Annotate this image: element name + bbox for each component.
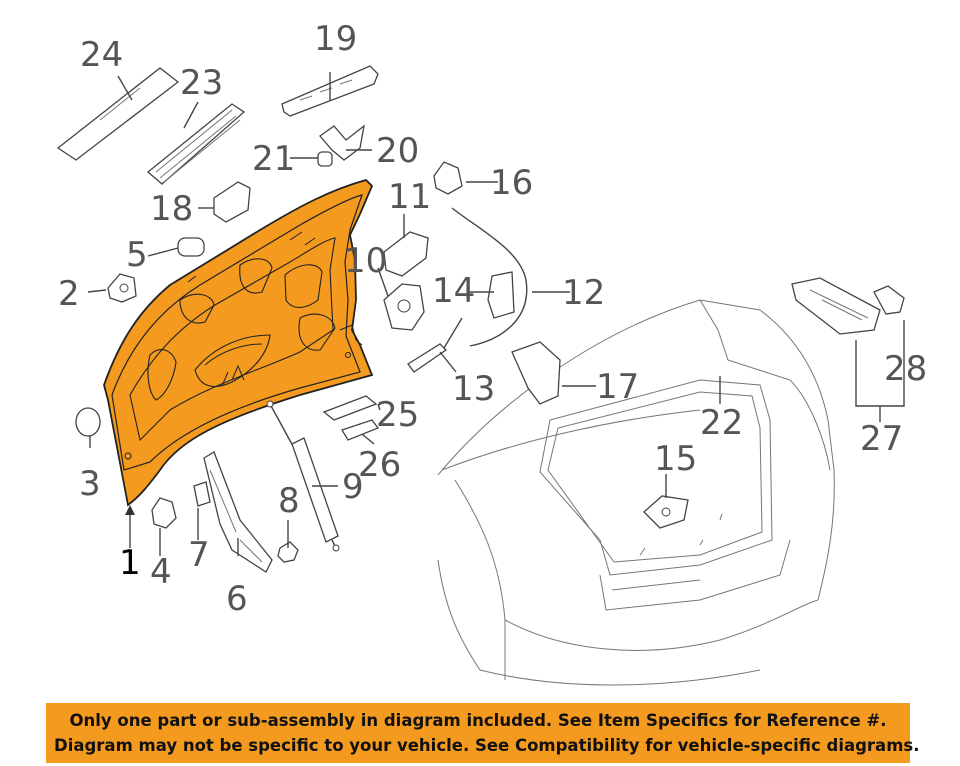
callout-3: 3 [79, 464, 101, 504]
part-24-nameplate [56, 67, 180, 161]
callout-16: 16 [490, 163, 533, 203]
callout-24: 24 [80, 35, 123, 75]
callout-19: 19 [314, 19, 357, 59]
vehicle-body-outline [437, 299, 835, 686]
part-16-actuator [433, 161, 463, 195]
trunk-lid-part [103, 178, 374, 507]
callout-10: 10 [344, 241, 387, 281]
part-13-release-handle [407, 343, 448, 373]
part-28-bulb [873, 285, 905, 315]
disclaimer-banner: Only one part or sub-assembly in diagram… [46, 703, 920, 763]
callout-28: 28 [884, 349, 927, 389]
parts-diagram: 1 2 3 4 5 6 7 8 9 10 11 12 13 14 15 16 1… [56, 19, 927, 686]
part-2-grommet [107, 273, 137, 303]
part-12-release-cable [451, 207, 528, 347]
part-7-bumper [193, 481, 211, 507]
callout-26: 26 [358, 445, 401, 485]
callout-22: 22 [700, 403, 743, 443]
callout-4: 4 [150, 552, 172, 592]
callout-17: 17 [596, 367, 639, 407]
part-14-bracket [487, 271, 515, 319]
disclaimer-line-2: Diagram may not be specific to your vehi… [54, 736, 920, 755]
callout-labels: 1 2 3 4 5 6 7 8 9 10 11 12 13 14 15 16 1… [58, 19, 927, 619]
part-6-hinge [203, 451, 273, 573]
disclaimer-line-1: Only one part or sub-assembly in diagram… [69, 711, 887, 730]
part-3-plug [75, 407, 101, 437]
callout-11: 11 [388, 177, 431, 217]
part-20-bracket [319, 124, 365, 161]
leader-lines [87, 72, 905, 556]
part-17-striker-bracket [511, 341, 561, 405]
callout-18: 18 [150, 189, 193, 229]
callout-2: 2 [58, 274, 80, 314]
part-8-nut [277, 541, 299, 563]
callout-5: 5 [126, 235, 148, 275]
callout-15: 15 [654, 439, 697, 479]
part-9-support-strut [266, 400, 340, 552]
callout-6: 6 [226, 579, 248, 619]
callout-21: 21 [252, 139, 295, 179]
part-25-bracket [322, 395, 378, 421]
part-21-plug [317, 151, 333, 167]
callout-12: 12 [562, 273, 605, 313]
part-15-striker [643, 495, 689, 529]
callout-20: 20 [376, 131, 419, 171]
part-18-bumper [213, 181, 251, 223]
part-5-bumper [177, 237, 205, 257]
callout-27: 27 [860, 419, 903, 459]
callout-23: 23 [180, 63, 223, 103]
callout-13: 13 [452, 369, 495, 409]
callout-7: 7 [188, 535, 210, 575]
part-10-latch [383, 283, 425, 331]
part-27-lamp-assembly [791, 277, 881, 335]
part-23-emblem [146, 103, 246, 185]
callout-8: 8 [278, 481, 300, 521]
callout-25: 25 [376, 395, 419, 435]
callout-9: 9 [342, 467, 364, 507]
part-11-lock-cylinder [383, 231, 429, 277]
callout-1: 1 [119, 543, 141, 583]
part-26-bracket [341, 419, 380, 441]
callout-14: 14 [432, 271, 475, 311]
part-4-bumper [151, 497, 177, 529]
